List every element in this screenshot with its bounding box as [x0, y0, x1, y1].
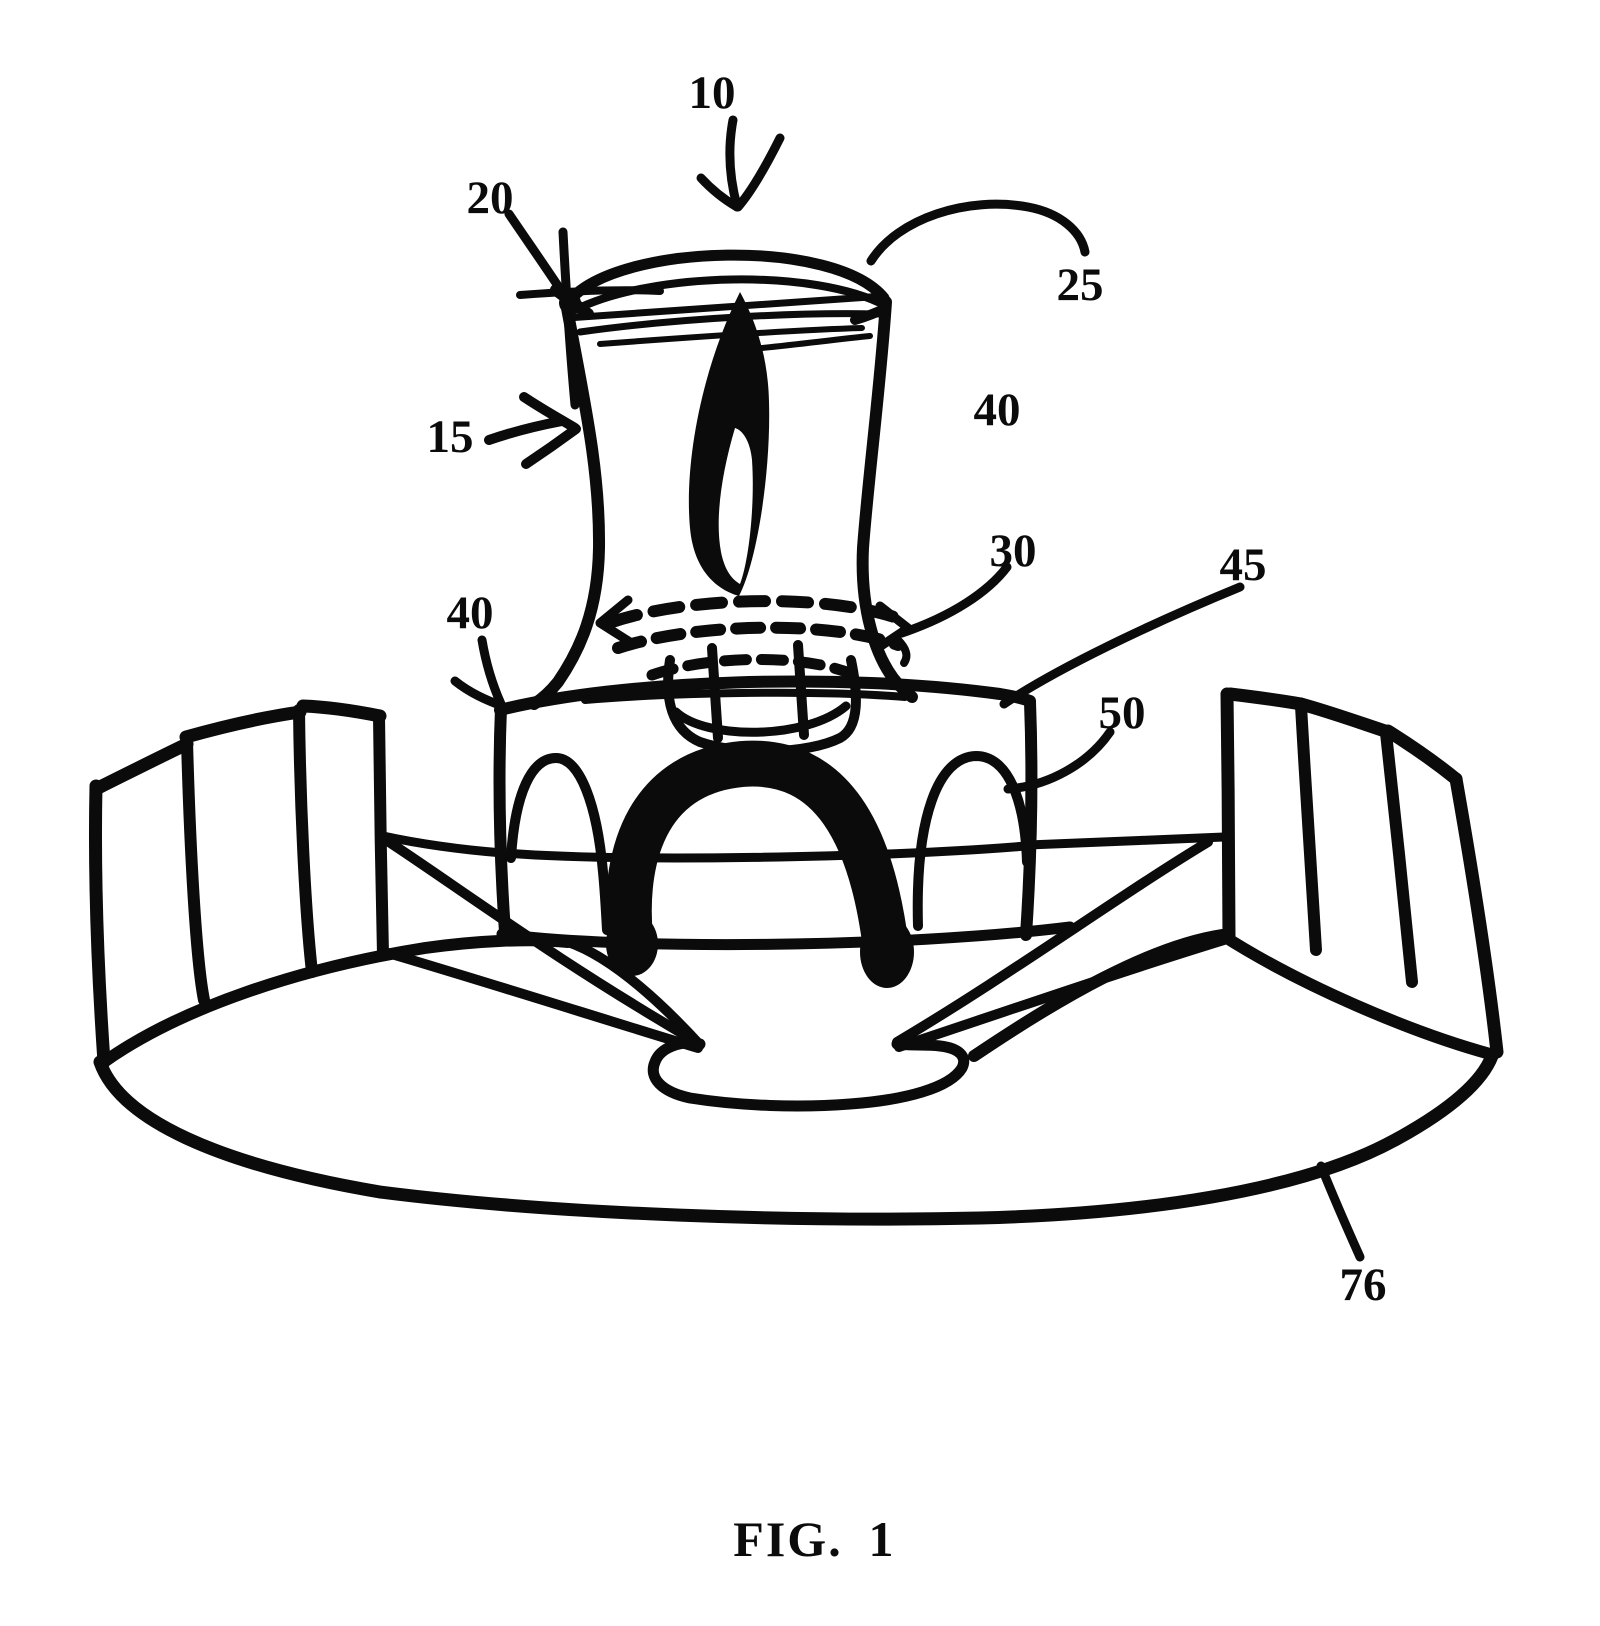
- ref-label-76: 76: [1340, 1259, 1387, 1311]
- caption-fig-label: FIG.: [733, 1511, 842, 1567]
- figure-linework: [88, 115, 1504, 1262]
- ref-label-40-right: 40: [974, 384, 1021, 436]
- tube-slit-opening: [688, 292, 770, 596]
- leader-line-45: [999, 582, 1245, 709]
- right-arch: [912, 751, 1032, 931]
- leader-line-25: [866, 199, 1090, 266]
- ring-arrow-left: [595, 595, 635, 647]
- leader-arrow-40-left: [450, 635, 507, 711]
- leader-arrow-10: [696, 115, 785, 212]
- figure-caption: FIG. 1: [733, 1511, 896, 1567]
- leader-line-30: [897, 562, 1012, 638]
- disc-base: [93, 835, 1499, 1226]
- ref-label-40-left: 40: [447, 587, 494, 639]
- ref-label-50: 50: [1099, 687, 1146, 739]
- leader-line-20: [504, 209, 571, 303]
- left-wing: [88, 699, 389, 1069]
- right-wing: [1220, 687, 1504, 1059]
- ref-label-20: 20: [467, 172, 514, 224]
- ref-label-25: 25: [1057, 259, 1104, 311]
- dome-support: [378, 675, 1229, 988]
- ref-label-15: 15: [427, 411, 474, 463]
- ref-label-30: 30: [990, 525, 1037, 577]
- caption-fig-number: 1: [869, 1511, 896, 1567]
- leader-line-76: [1316, 1161, 1365, 1262]
- leader-line-50: [1003, 727, 1115, 794]
- ref-label-45: 45: [1220, 539, 1267, 591]
- leader-arrow-15: [484, 392, 581, 469]
- reference-numerals: 10 20 25 15 40 30 45 40 50 76: [427, 67, 1387, 1311]
- left-arch: [506, 753, 612, 935]
- dashed-ring: [595, 595, 913, 681]
- ref-label-10: 10: [689, 67, 736, 119]
- leaders: [450, 115, 1365, 1262]
